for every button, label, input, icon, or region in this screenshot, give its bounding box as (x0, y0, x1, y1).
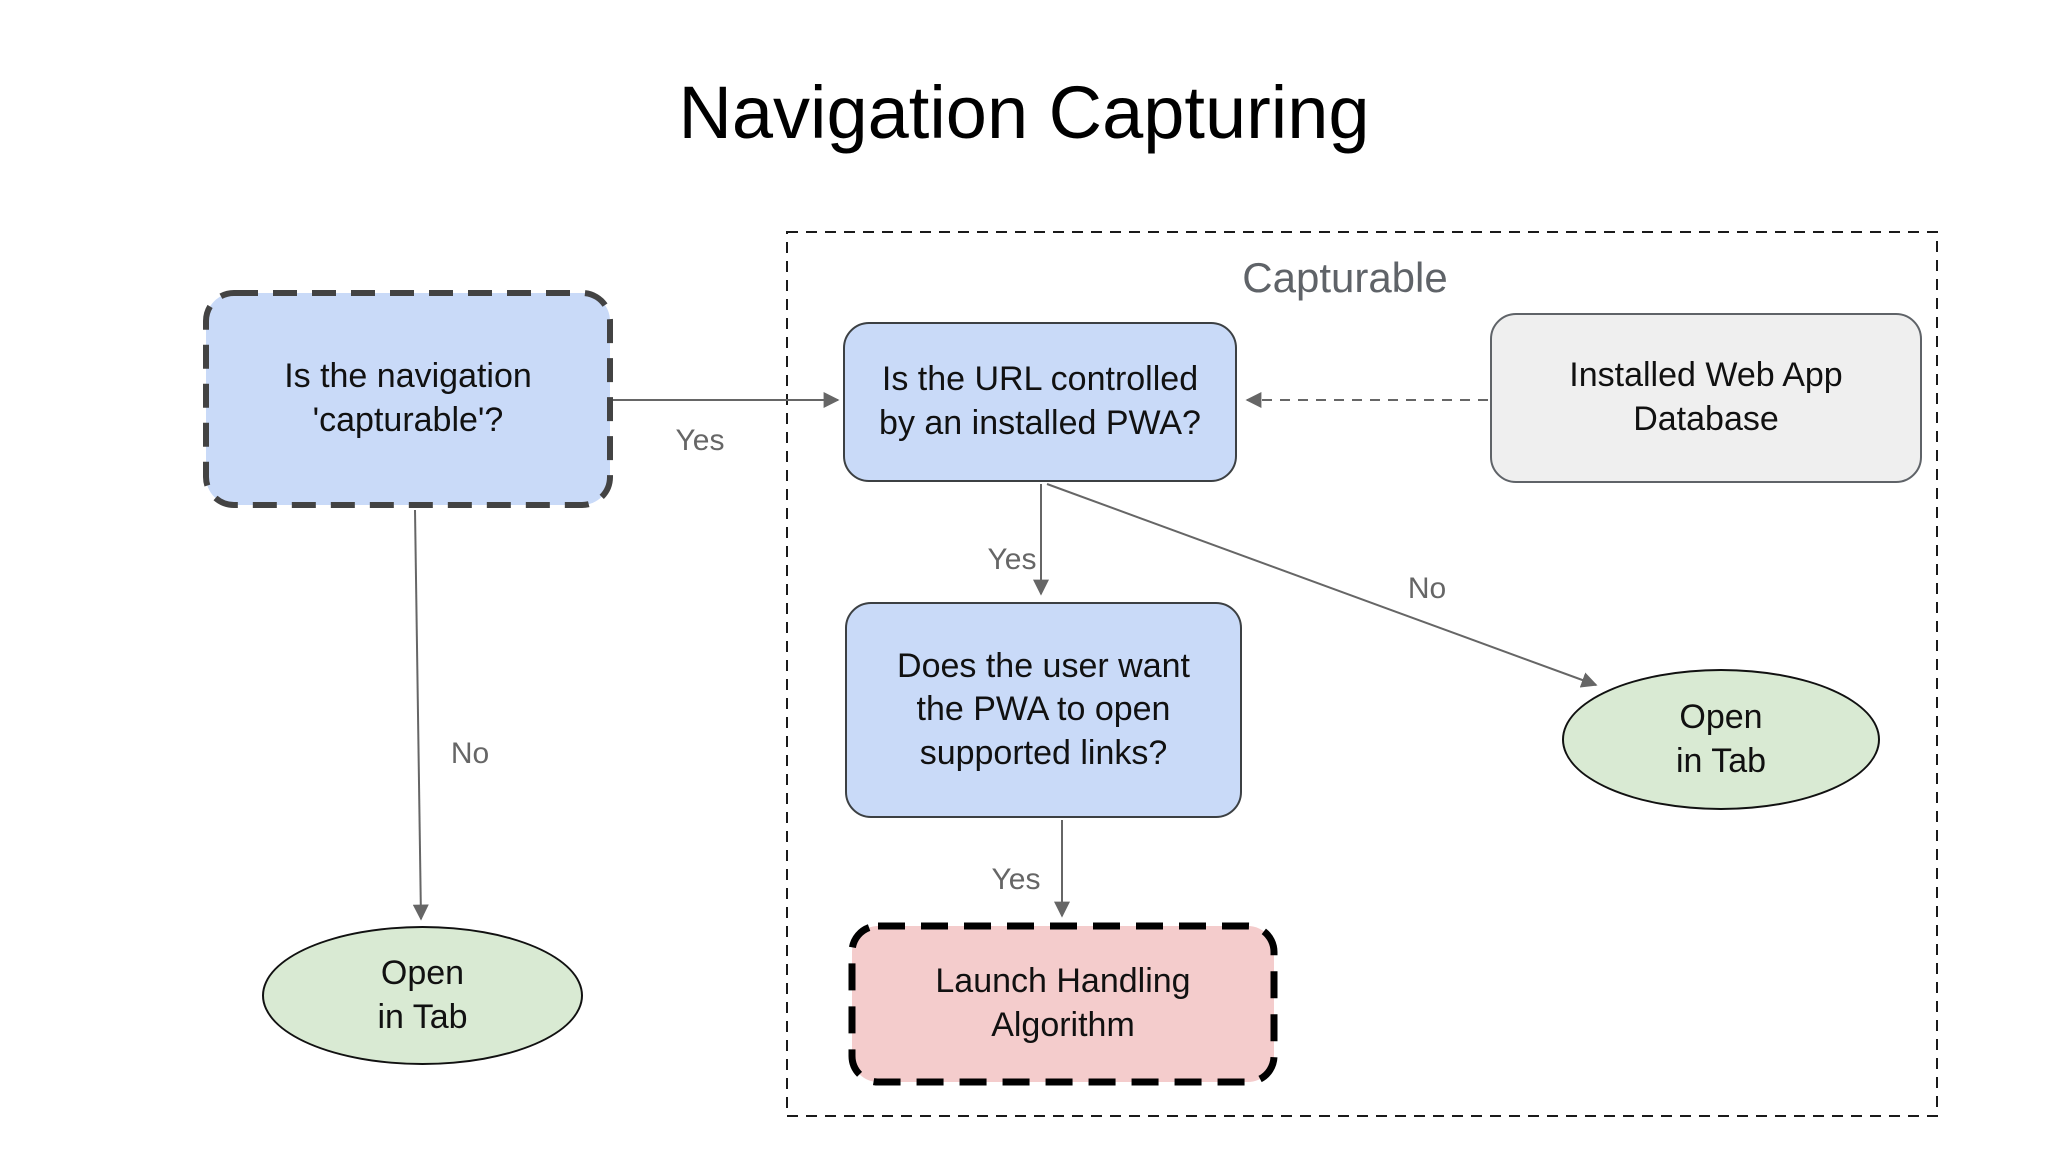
capturable-group-label: Capturable (1242, 254, 1448, 301)
node-open-in-tab-right: Open in Tab (1562, 669, 1880, 810)
arrow-capturable-no (412, 509, 429, 921)
page-title: Navigation Capturing (678, 71, 1370, 154)
edge-label-url-yes: Yes (987, 543, 1037, 576)
node-installed-web-app-database: Installed Web App Database (1490, 313, 1922, 483)
node-does-user-want-pwa-links: Does the user want the PWA to open suppo… (845, 602, 1242, 818)
capturable-question-shape (203, 290, 613, 508)
node-open-in-tab-left: Open in Tab (262, 926, 583, 1065)
edge-label-user-yes: Yes (991, 863, 1041, 896)
launch-handling-shape (848, 922, 1278, 1086)
node-is-navigation-capturable: Is the navigation 'capturable'? (284, 357, 532, 439)
arrow-url-no (1046, 483, 1598, 688)
edge-label-url-no: No (1407, 572, 1447, 605)
node-is-url-controlled-by-pwa: Is the URL controlled by an installed PW… (843, 322, 1237, 482)
edge-label-capturable-no: No (450, 737, 490, 770)
node-launch-handling-algorithm: Launch Handling Algorithm (935, 962, 1191, 1044)
capturable-group-border (786, 231, 1938, 1117)
edge-label-capturable-yes: Yes (675, 424, 725, 457)
